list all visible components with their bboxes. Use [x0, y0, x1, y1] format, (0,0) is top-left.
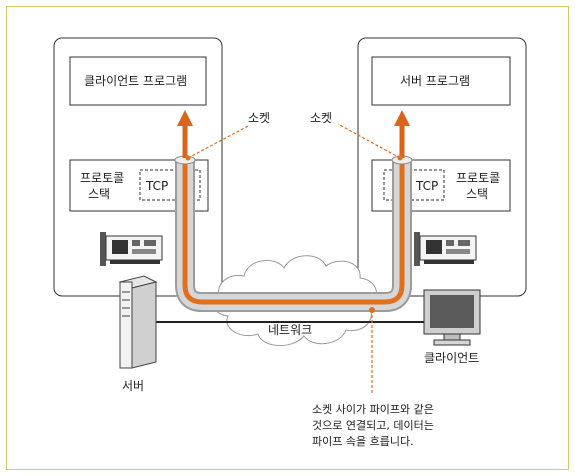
right-socket-leader [337, 123, 401, 159]
left-tcp-label: TCP [146, 179, 169, 193]
right-arrow-head [394, 110, 410, 126]
left-network-card-icon [100, 232, 163, 266]
server-program-label: 서버 프로그램 [400, 74, 471, 88]
pipe-data-flow [182, 162, 405, 305]
left-protocol-stack-label-2: 스택 [88, 187, 111, 201]
client-label: 클라이언트 [424, 351, 480, 365]
client-monitor-icon [423, 289, 481, 346]
server-program-box [371, 56, 511, 106]
left-socket-dot [185, 155, 191, 161]
caption-dot [369, 307, 375, 313]
left-socket-leader [187, 124, 251, 159]
left-socket-label: 소켓 [248, 111, 271, 125]
right-network-card-icon [414, 232, 477, 266]
server-label: 서버 [122, 379, 145, 393]
left-arrow-head [177, 110, 193, 126]
right-socket-dot [397, 155, 403, 161]
right-tcp-label: TCP [416, 179, 439, 193]
caption-line-2: 것으로 연결되고, 데이터는 [312, 419, 434, 432]
client-program-box [69, 56, 207, 106]
network-label: 네트워크 [268, 323, 313, 337]
client-program-label: 클라이언트 프로그램 [84, 74, 188, 88]
right-protocol-stack-label-1: 프로토콜 [456, 171, 501, 185]
right-protocol-stack-label-2: 스택 [466, 187, 489, 201]
server-tower-icon [118, 275, 158, 369]
right-socket-label: 소켓 [310, 111, 333, 125]
caption-line-3: 파이프 속을 흐릅니다. [312, 435, 414, 448]
caption-line-1: 소켓 사이가 파이프와 같은 [312, 403, 434, 416]
left-protocol-stack-label-1: 프로토콜 [80, 171, 125, 185]
